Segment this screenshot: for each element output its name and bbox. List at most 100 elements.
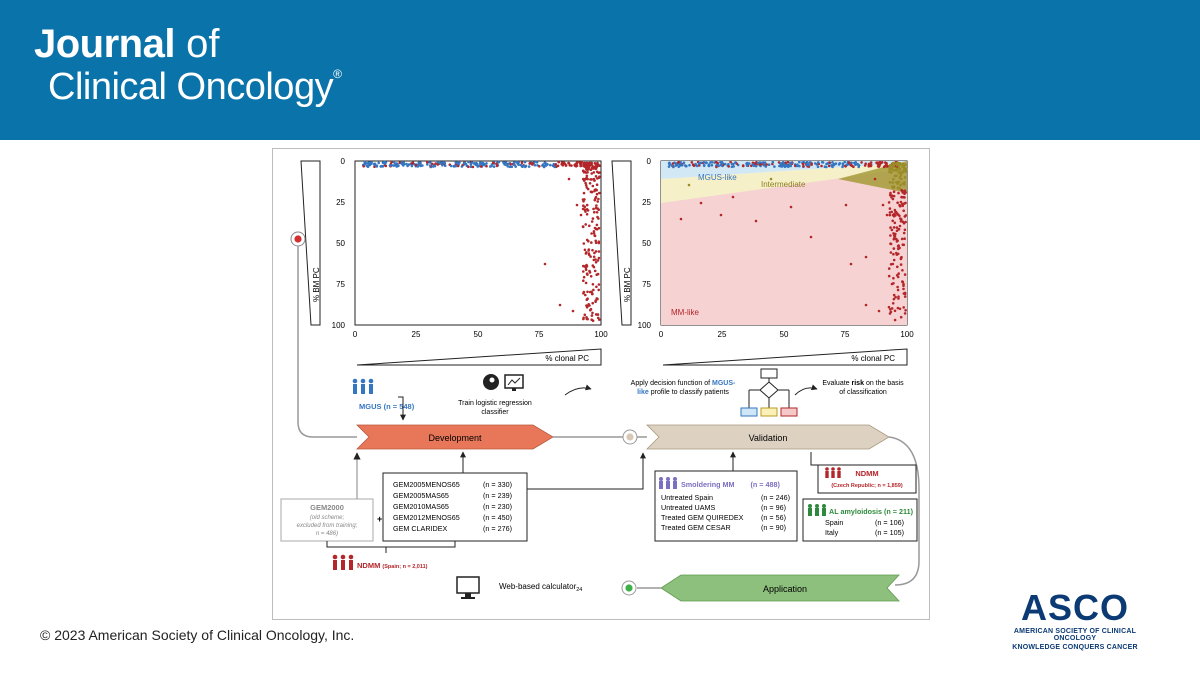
right-scatter-point — [885, 164, 889, 168]
left-scatter-point — [585, 298, 589, 301]
right-scatter-point — [702, 160, 706, 164]
right-scatter-point — [860, 161, 863, 164]
right-scatter-point — [901, 280, 904, 283]
right-scatter-point — [841, 162, 845, 165]
right-scatter-point — [891, 219, 894, 223]
right-scatter-point — [897, 180, 901, 184]
left-scatter-point — [582, 270, 585, 273]
right-scatter-point — [889, 191, 892, 195]
left-scatter-point — [469, 162, 473, 166]
right-scatter-point — [889, 234, 892, 237]
left-scatter-point — [583, 313, 587, 317]
left-scatter-point — [593, 162, 597, 165]
left-scatter-point — [591, 311, 594, 315]
application-marker-dot — [625, 584, 633, 592]
right-scatter-point — [901, 202, 904, 206]
left-x-label: % clonal PC — [545, 354, 589, 363]
right-scatter-point — [895, 161, 899, 165]
ndmm-czech-people-icon — [825, 467, 841, 478]
left-scatter-point — [584, 223, 587, 226]
right-scatter-point — [809, 235, 813, 239]
right-scatter-point — [894, 232, 897, 236]
left-scatter-point — [410, 162, 414, 165]
left-scatter-point — [481, 161, 485, 165]
right-scatter-point — [843, 160, 846, 164]
smoldering-row-n: (n = 96) — [761, 503, 786, 512]
smoldering-title: Smoldering MM (n = 488) — [681, 480, 780, 489]
left-scatter-point — [383, 162, 387, 165]
development-label: Development — [428, 433, 482, 443]
right-scatter-point — [798, 160, 801, 164]
left-ytick: 50 — [336, 239, 345, 248]
left-y-label: % BM PC — [312, 267, 321, 302]
right-scatter-point — [892, 276, 895, 280]
right-scatter-point — [688, 163, 691, 167]
right-scatter-point — [817, 161, 820, 164]
left-ytick: 25 — [336, 198, 345, 207]
left-scatter-point — [504, 161, 507, 164]
al-row-n: (n = 106) — [875, 518, 904, 527]
left-scatter-point — [590, 172, 593, 175]
right-scatter-point — [838, 162, 842, 165]
right-scatter-point — [896, 265, 899, 269]
left-scatter-point — [479, 161, 482, 164]
validation-marker-dot — [626, 433, 634, 441]
left-scatter-point — [586, 317, 589, 321]
right-scatter-point — [902, 306, 905, 309]
left-scatter-point — [583, 248, 587, 252]
right-scatter-point — [729, 160, 732, 164]
left-scatter-point — [581, 198, 585, 201]
left-scatter-point — [592, 232, 596, 235]
left-scatter-point — [582, 264, 585, 268]
right-scatter-point — [832, 163, 836, 167]
left-scatter-point — [429, 161, 432, 164]
left-scatter-point — [593, 210, 596, 214]
right-scatter-point — [903, 228, 907, 232]
right-scatter-point — [690, 161, 694, 164]
right-scatter-point — [898, 167, 902, 171]
calculator-label: Web-based calculator24 — [499, 582, 582, 593]
right-scatter-point — [864, 255, 868, 259]
left-scatter-point — [541, 164, 544, 167]
right-scatter-point — [896, 306, 900, 310]
right-scatter-point — [831, 161, 834, 164]
trial-n: (n = 276) — [483, 524, 512, 533]
left-scatter-point — [587, 252, 591, 255]
left-scatter-point — [401, 163, 404, 166]
left-scatter-point — [595, 223, 599, 227]
right-scatter-point — [892, 186, 895, 190]
right-scatter-point — [754, 219, 758, 223]
left-scatter-point — [585, 165, 588, 169]
left-scatter-point — [592, 171, 596, 174]
journal-title-of: of — [186, 22, 220, 66]
right-scatter-point — [887, 305, 891, 309]
right-scatter-point — [898, 224, 902, 228]
left-scatter-point — [497, 160, 501, 164]
right-scatter-point — [705, 161, 708, 165]
smoldering-row-name: Untreated UAMS — [661, 503, 716, 512]
right-scatter-point — [891, 262, 895, 266]
left-scatter-point — [582, 242, 586, 245]
journal-title: Journal of Clinical Oncology® — [34, 22, 342, 106]
right-scatter-point — [892, 247, 896, 250]
left-scatter-point — [582, 275, 586, 279]
al-row-n: (n = 105) — [875, 528, 904, 537]
left-scatter-point — [592, 207, 595, 211]
registered-mark: ® — [333, 67, 342, 81]
left-scatter-point — [414, 163, 418, 167]
left-scatter-point — [586, 171, 589, 174]
right-scatter-point — [849, 262, 853, 266]
right-scatter-point — [895, 251, 898, 255]
left-scatter-point — [591, 217, 595, 220]
right-scatter-point — [816, 165, 820, 169]
left-scatter-point — [591, 248, 594, 252]
right-scatter-point — [896, 239, 899, 242]
right-scatter-point — [897, 297, 900, 300]
right-scatter-point — [853, 161, 856, 165]
mm-like-region — [661, 163, 907, 325]
right-scatter-point — [896, 186, 900, 190]
left-scatter-point — [431, 162, 434, 166]
right-scatter-point — [895, 180, 898, 184]
left-ytick: 100 — [332, 321, 346, 330]
right-scatter-point — [805, 160, 809, 164]
